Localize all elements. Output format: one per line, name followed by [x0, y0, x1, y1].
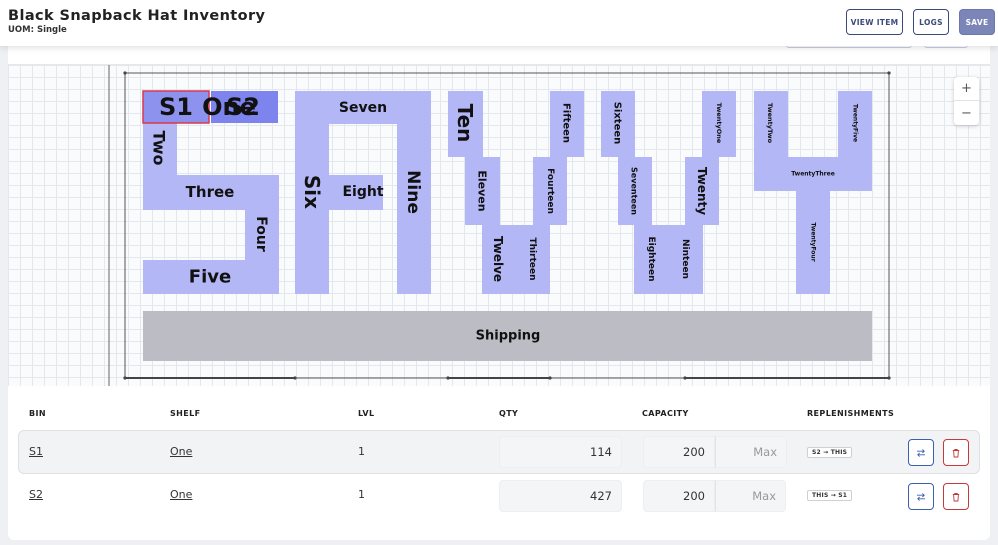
column-header-lvl: LVL: [358, 409, 375, 418]
capacity-input[interactable]: 200: [643, 436, 715, 468]
map-bin-label-twelve: Twelve: [491, 236, 505, 282]
shelf-link[interactable]: One: [170, 445, 193, 458]
bin-link[interactable]: S1: [29, 445, 43, 458]
map-bin-s1[interactable]: [142, 90, 210, 124]
view-item-button[interactable]: VIEW ITEM: [846, 9, 903, 35]
map-bin-six[interactable]: [295, 91, 329, 294]
map-bin-s2[interactable]: [211, 91, 278, 123]
column-header-qty: QTY: [499, 409, 519, 418]
map-bin-shipping[interactable]: [143, 311, 872, 361]
column-header-capacity: CAPACITY: [642, 409, 689, 418]
map-bin-label-six: Six: [300, 175, 324, 209]
page-header: Black Snapback Hat Inventory UOM: Single…: [0, 0, 998, 46]
map-bin-nine[interactable]: [397, 91, 431, 294]
map-bin-label-nine: Nine: [403, 170, 423, 214]
map-bin-twentythree[interactable]: [754, 157, 872, 191]
hidden-toolbar-button: [786, 44, 912, 48]
map-bin-three[interactable]: [143, 175, 279, 210]
map-bin-label-s1: S1: [159, 93, 193, 121]
swap-icon: [917, 448, 925, 457]
map-bin-twenty[interactable]: [685, 157, 719, 225]
replenishment-badge[interactable]: S2 → THIS: [807, 447, 853, 458]
map-bin-twentyfive[interactable]: [838, 91, 872, 157]
map-bin-four[interactable]: [245, 210, 279, 261]
map-bin-five[interactable]: [143, 260, 279, 294]
map-bin-label-twentyone: TwentyOne: [715, 103, 723, 144]
map-bin-label-eight: Eight: [342, 184, 383, 200]
map-bin-label-three: Three: [186, 183, 235, 201]
level-value: 1: [358, 445, 365, 458]
map-bin-label-sixteen: Sixteen: [612, 102, 623, 145]
map-bin-twentyfour[interactable]: [796, 191, 830, 294]
trash-icon: [952, 448, 960, 457]
map-bin-label-ninteen: Ninteen: [680, 239, 690, 279]
map-bin-label-four: Four: [253, 216, 269, 252]
table-row: S2 One 1 427 200 Max THIS → S1: [18, 474, 980, 518]
map-bin-fourteen[interactable]: [533, 157, 567, 225]
map-bin-seventeen[interactable]: [618, 157, 652, 225]
map-bin-eighteen[interactable]: [634, 225, 668, 294]
map-bin-label-twentyfive: TwentyFive: [852, 104, 859, 142]
map-bin-label-ten: Ten: [453, 104, 477, 143]
map-bin-ninteen[interactable]: [668, 225, 703, 294]
bin-link[interactable]: S2: [29, 488, 43, 501]
map-vertex-handle[interactable]: [887, 71, 891, 75]
map-bin-label-five: Five: [189, 267, 231, 288]
delete-button[interactable]: [943, 439, 969, 466]
map-bin-label-one: One: [202, 93, 256, 121]
replenishment-badge[interactable]: THIS → S1: [807, 490, 853, 501]
save-button[interactable]: SAVE: [959, 9, 995, 35]
delete-button[interactable]: [943, 483, 969, 510]
map-bin-ten[interactable]: [448, 91, 483, 157]
table-row: S1 One 1 114 200 Max S2 → THIS: [18, 430, 980, 474]
page-title: Black Snapback Hat Inventory: [8, 8, 266, 24]
map-bin-label-fourteen: Fourteen: [545, 168, 555, 214]
map-bin-eleven[interactable]: [465, 157, 500, 225]
map-bin-label-two: Two: [150, 131, 169, 166]
column-header-bin: BIN: [29, 409, 46, 418]
map-bin-label-eighteen: Eighteen: [646, 237, 656, 282]
swap-icon: [917, 492, 925, 501]
max-input[interactable]: Max: [715, 436, 787, 468]
map-bin-label-shipping: Shipping: [476, 329, 541, 344]
hidden-toolbar-button: [924, 44, 968, 48]
map-bin-thirteen[interactable]: [516, 225, 550, 294]
zoom-control: + −: [954, 77, 979, 125]
column-header-replenishments: REPLENISHMENTS: [807, 409, 895, 418]
logs-button[interactable]: LOGS: [913, 9, 949, 35]
map-bin-eight[interactable]: [329, 175, 383, 210]
map-bin-twentyone[interactable]: [702, 91, 736, 157]
zoom-in-button[interactable]: +: [954, 77, 979, 101]
level-value: 1: [358, 488, 365, 501]
map-bin-two[interactable]: [143, 123, 177, 175]
map-bin-label-seven: Seven: [339, 100, 387, 116]
capacity-input[interactable]: 200: [643, 480, 715, 512]
map-bin-twentytwo[interactable]: [754, 91, 788, 157]
qty-input[interactable]: 427: [499, 480, 622, 512]
map-vertex-handle[interactable]: [123, 71, 127, 75]
shelf-link[interactable]: One: [170, 488, 193, 501]
map-bin-label-twentytwo: TwentyTwo: [766, 103, 774, 144]
qty-input[interactable]: 114: [499, 436, 622, 468]
map-bin-label-seventeen: Seventeen: [630, 167, 639, 215]
map-bin-sixteen[interactable]: [601, 91, 635, 157]
zoom-out-button[interactable]: −: [961, 105, 972, 121]
map-bin-label-fifteen: Fifteen: [561, 103, 572, 143]
map-bin-fifteen[interactable]: [550, 91, 584, 157]
map-bin-label-twentythree: TwentyThree: [791, 171, 835, 178]
uom-label: UOM: Single: [8, 25, 67, 35]
swap-button[interactable]: [908, 439, 934, 466]
column-header-shelf: SHELF: [170, 409, 201, 418]
map-bin-label-twenty: Twenty: [695, 167, 709, 215]
trash-icon: [952, 492, 960, 501]
max-input[interactable]: Max: [715, 480, 786, 512]
swap-button[interactable]: [908, 483, 934, 510]
map-bin-label-twentyfour: TwentyFour: [810, 222, 817, 261]
map-bin-label-eleven: Eleven: [476, 170, 489, 211]
map-bin-label-thirteen: Thirteen: [527, 238, 537, 281]
map-bin-label-s2: S2: [226, 93, 260, 121]
